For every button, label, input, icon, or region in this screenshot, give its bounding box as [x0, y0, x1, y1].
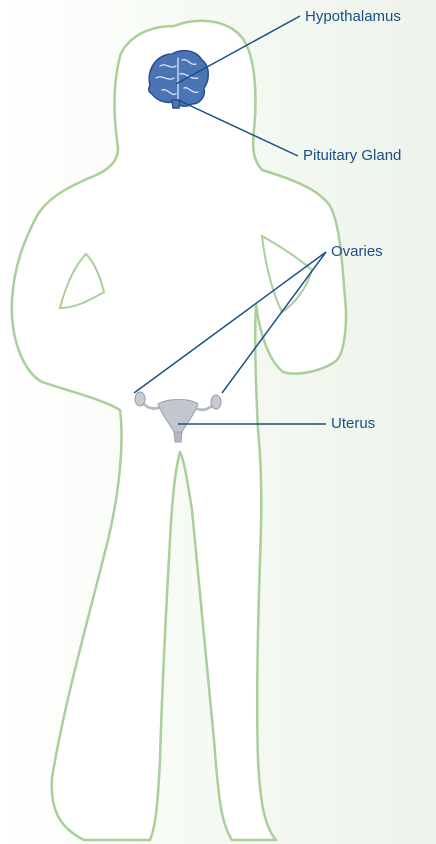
ovaries-label: Ovaries	[331, 243, 383, 261]
left-ovary	[135, 392, 145, 406]
pituitary-gland-label: Pituitary Gland	[303, 147, 401, 165]
uterus-label: Uterus	[331, 415, 375, 433]
hypothalamus-label: Hypothalamus	[305, 8, 401, 26]
right-ovary	[211, 395, 221, 409]
cervix	[174, 432, 182, 442]
brain-icon	[149, 51, 209, 108]
